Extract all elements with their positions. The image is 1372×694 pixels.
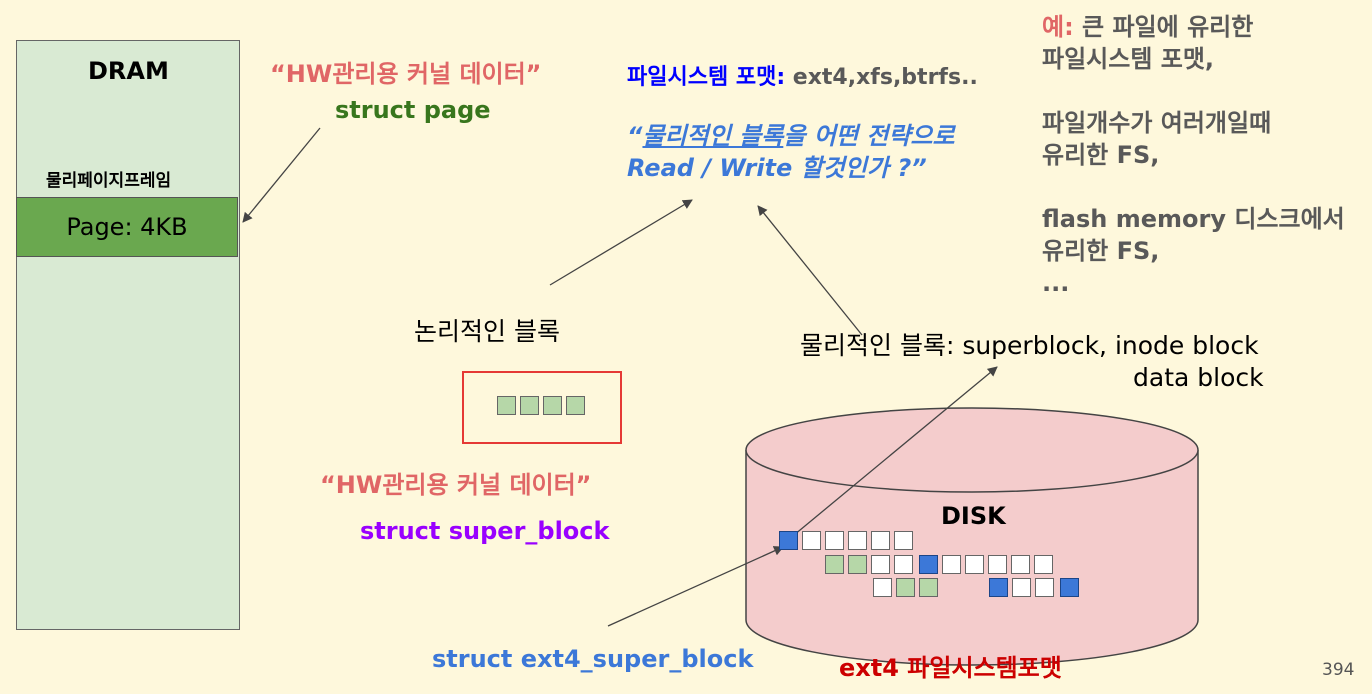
struct-page-label: struct page: [335, 96, 491, 124]
strategy-line-1: “물리적인 블록을 어떤 전략으로: [627, 122, 955, 150]
logical-block-cell: [543, 396, 562, 415]
strategy-underlined: 물리적인 블록: [642, 122, 784, 150]
dram-box: [16, 40, 240, 630]
page-4kb-label: Page: 4KB: [66, 213, 188, 241]
disk-block-cell: [873, 578, 892, 597]
disk-label: DISK: [941, 502, 1006, 530]
fs-format-value: ext4,xfs,btrfs..: [785, 65, 978, 90]
physical-block-line-2: data block: [1133, 363, 1264, 392]
disk-block-cell: [1034, 555, 1053, 574]
strategy-question: “물리적인 블록을 어떤 전략으로 Read / Write 할것인가 ?”: [627, 120, 955, 184]
strategy-line-2: Read / Write 할것인가 ?”: [627, 154, 927, 182]
disk-block-cell: [894, 531, 913, 550]
superblock-kernel-data-quote: “HW관리용 커널 데이터”: [320, 471, 592, 499]
disk-block-cell: [1060, 578, 1079, 597]
disk-block-cell: [825, 555, 844, 574]
disk-block-cell: [919, 578, 938, 597]
physical-page-frame-label: 물리페이지프레임: [46, 171, 172, 191]
disk-block-cell: [802, 531, 821, 550]
disk-block-cell: [896, 578, 915, 597]
disk-block-cell: [848, 555, 867, 574]
dram-title: DRAM: [88, 57, 169, 85]
page-number: 394: [1322, 660, 1355, 680]
disk-block-cell: [1011, 555, 1030, 574]
physical-block-line-1: 물리적인 블록: superblock, inode block: [800, 331, 1259, 360]
examples-list: 예: 큰 파일에 유리한 파일시스템 포맷, 파일개수가 여러개일때 유리한 F…: [1042, 13, 1345, 297]
disk-block-cell: [919, 555, 938, 574]
logical-block-cell: [520, 396, 539, 415]
logical-block-cell: [497, 396, 516, 415]
disk-block-cell: [1035, 578, 1054, 597]
arrow-struct-page-to-page: [242, 127, 321, 223]
fs-format-heading: 파일시스템 포맷: ext4,xfs,btrfs..: [627, 59, 978, 91]
disk-block-cell: [942, 555, 961, 574]
disk-block-cell: [1012, 578, 1031, 597]
disk-block-cell: [825, 531, 844, 550]
disk-block-cell: [871, 531, 890, 550]
disk-block-cell: [848, 531, 867, 550]
page-kernel-data-quote: “HW관리용 커널 데이터”: [270, 60, 542, 88]
disk-superblock-cell: [779, 531, 798, 550]
ext4-format-label: ext4 파일시스템포맷: [839, 654, 1062, 682]
arrow-disk-block-to-physical: [787, 366, 998, 541]
disk-block-cell: [871, 555, 890, 574]
fs-format-key: 파일시스템 포맷:: [627, 65, 786, 90]
struct-ext4-super-block-label: struct ext4_super_block: [432, 645, 754, 673]
arrow-logical-to-strategy: [549, 199, 693, 286]
struct-super-block-label: struct super_block: [360, 517, 610, 545]
arrow-physical-to-strategy: [757, 205, 863, 336]
logical-block-label: 논리적인 블록: [414, 317, 560, 346]
examples-prefix: 예:: [1042, 13, 1074, 41]
disk-block-cell: [989, 578, 1008, 597]
page-4kb-box: Page: 4KB: [16, 197, 238, 257]
disk-block-cell: [965, 555, 984, 574]
disk-block-cell: [988, 555, 1007, 574]
logical-block-cell: [566, 396, 585, 415]
logical-block-box: [462, 371, 622, 444]
disk-block-cell: [894, 555, 913, 574]
arrow-ext4-struct-to-disk-block: [607, 546, 784, 627]
